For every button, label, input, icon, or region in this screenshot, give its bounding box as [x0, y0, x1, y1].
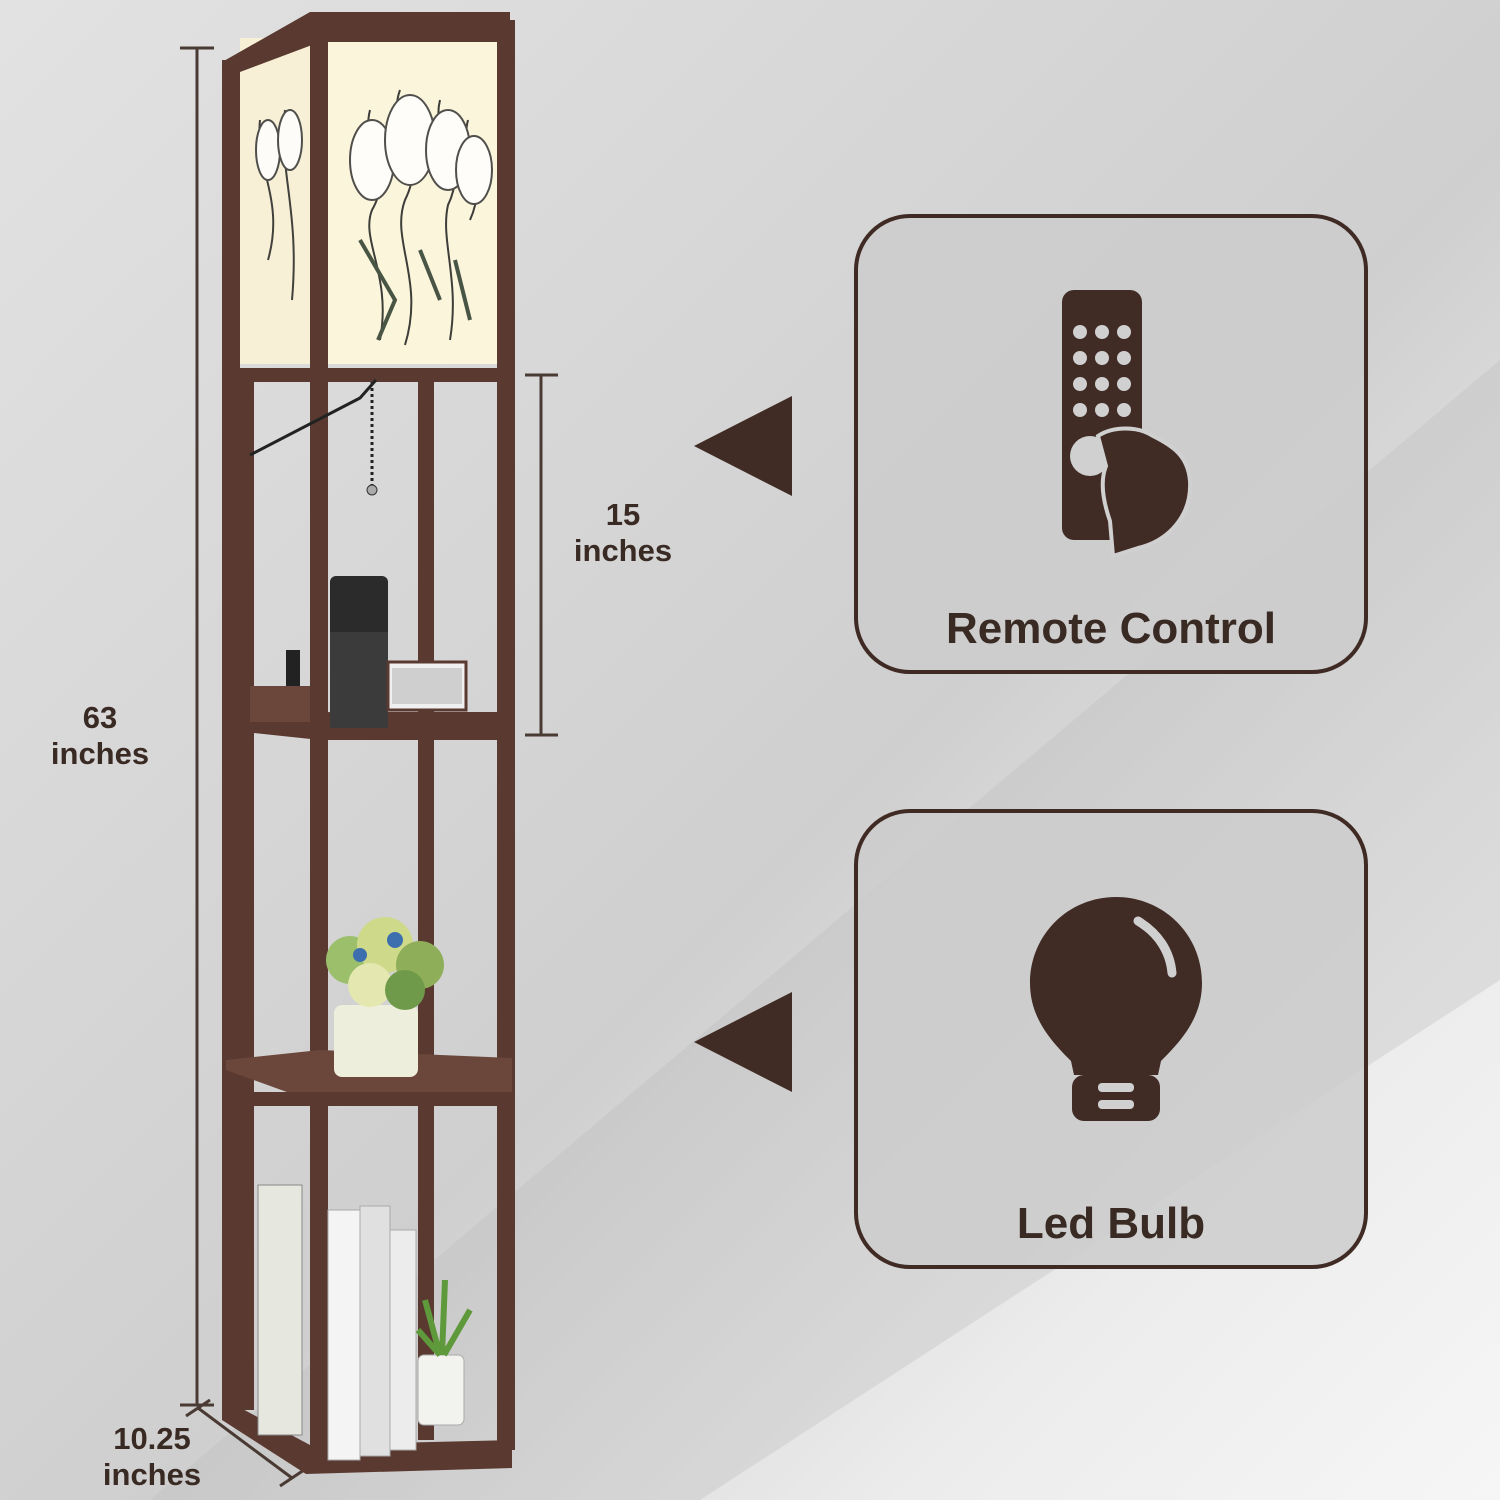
feature-card-remote-control: Remote Control [854, 214, 1368, 674]
remote-control-icon [1062, 290, 1193, 559]
height-unit: inches [50, 735, 150, 771]
led-bulb-icon [1030, 897, 1202, 1121]
shelf-dimension-line [525, 373, 558, 737]
pull-chain [249, 379, 378, 485]
width-dimension-label: 10.25 inches [82, 1421, 222, 1492]
pointer-arrow-icon [694, 992, 792, 1092]
height-dimension-label: 63 inches [20, 700, 180, 771]
shelf-value: 15 [605, 497, 641, 532]
lampshade-side-panel [240, 38, 310, 364]
height-dimension-line [180, 46, 214, 1407]
calla-lily-artwork [255, 89, 493, 346]
feature-title: Remote Control [946, 604, 1276, 653]
height-value: 63 [82, 700, 118, 735]
pointer-arrow-icon [694, 396, 792, 496]
shelf-dimension-label: 15 inches [548, 497, 698, 568]
wooden-frame [222, 12, 515, 1474]
smart-speaker [330, 576, 388, 728]
width-dimension-line [185, 1398, 305, 1488]
charging-pad [250, 650, 468, 722]
feature-title: Led Bulb [1016, 1199, 1206, 1248]
potted-plant [415, 1279, 473, 1426]
shelf-floor-lamp-image [180, 12, 558, 1488]
feature-card-led-bulb: Led Bulb [854, 809, 1368, 1269]
width-value: 10.25 [113, 1421, 191, 1456]
shelf-unit: inches [573, 532, 673, 568]
flower-pot [326, 917, 444, 1077]
width-unit: inches [102, 1456, 202, 1492]
books [257, 1184, 417, 1461]
